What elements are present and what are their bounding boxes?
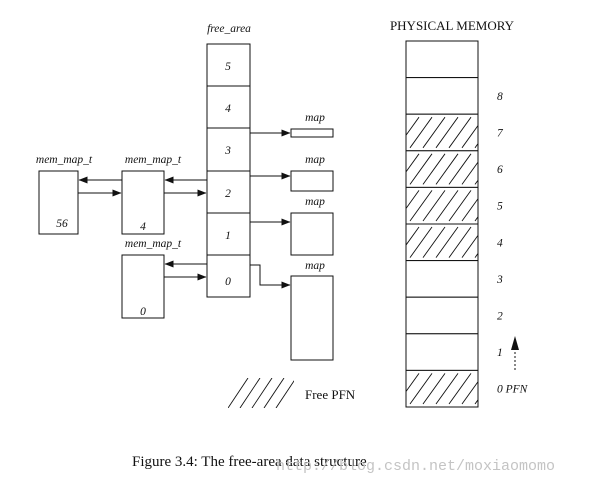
map-box-order-1 (290, 212, 334, 256)
mem-map-node-4 (121, 170, 165, 235)
mem-map-value: 0 (140, 306, 146, 318)
free-area-slot-4 (206, 85, 251, 129)
memory-frame (405, 40, 479, 79)
map-arrows (250, 129, 291, 289)
frame-number-label: 6 (497, 164, 503, 176)
map-label: map (305, 154, 325, 166)
list-arrows (78, 176, 207, 281)
watermark: http://blog.csdn.net/moxiaomomo (276, 458, 555, 475)
free-frame-hatch (406, 190, 478, 222)
free-area-title: free_area (207, 23, 251, 35)
memory-frame (405, 77, 479, 115)
free-area-order-label: 2 (225, 188, 231, 200)
mem-map-value: 4 (140, 221, 146, 233)
arrow-to-map-0 (250, 264, 291, 289)
free-area-order-label: 4 (225, 103, 231, 115)
map-box-order-0 (290, 275, 334, 361)
physical-memory-frames: 8 7 6 5 4 3 2 1 0 PFN (405, 40, 529, 408)
free-frame-hatch (406, 153, 478, 185)
frame-number-label: 2 (497, 311, 503, 323)
mem-map-node-0 (121, 254, 165, 319)
legend: Free PFN (228, 378, 356, 408)
frame-number-label: 5 (497, 201, 503, 213)
mem-map-value: 56 (56, 218, 68, 230)
map-bitmaps: map map map map (290, 112, 334, 361)
frame-number-label: 0 PFN (497, 384, 529, 396)
memory-frame (405, 333, 479, 371)
free-frame-hatch (406, 226, 478, 258)
free-frame-hatch (406, 116, 478, 149)
map-label: map (305, 196, 325, 208)
free-area-order-label: 3 (224, 145, 231, 157)
frame-number-label: 1 (497, 347, 503, 359)
frame-number-label: 4 (497, 237, 503, 249)
free-area-slot-5 (206, 43, 251, 87)
memory-frame (405, 150, 479, 188)
pfn-direction-arrowhead (511, 336, 519, 350)
free-area-order-label: 1 (225, 230, 231, 242)
figure-caption: Figure 3.4: The free-area data structure (132, 454, 367, 470)
free-area-array: 5 4 3 2 1 0 (206, 43, 251, 298)
free-area-slot-2 (206, 170, 251, 214)
memory-frame (405, 223, 479, 262)
memory-frame (405, 260, 479, 298)
free-area-order-label: 0 (225, 276, 231, 288)
free-frame-hatch (406, 373, 478, 405)
pfn-direction-arrow (511, 336, 519, 370)
map-label: map (305, 260, 325, 272)
memory-frame (405, 369, 479, 408)
memory-frame (405, 296, 479, 335)
frame-number-label: 8 (497, 91, 503, 103)
mem-map-node-56 (38, 170, 79, 235)
mem-map-nodes: mem_map_t 56 mem_map_t 4 mem_map_t 0 (36, 154, 182, 319)
free-area-slot-0 (206, 254, 251, 298)
legend-hatch-swatch (228, 378, 294, 408)
physical-memory-title: PHYSICAL MEMORY (390, 18, 515, 33)
mem-map-label: mem_map_t (36, 154, 93, 166)
memory-frame (405, 186, 479, 225)
mem-map-label: mem_map_t (125, 154, 182, 166)
frame-number-label: 7 (497, 128, 504, 140)
map-label: map (305, 112, 325, 124)
frame-number-label: 3 (496, 274, 503, 286)
mem-map-label: mem_map_t (125, 238, 182, 250)
free-area-order-label: 5 (225, 61, 231, 73)
map-box-order-2 (290, 170, 334, 192)
legend-label: Free PFN (305, 387, 356, 402)
map-box-order-3 (290, 128, 334, 138)
